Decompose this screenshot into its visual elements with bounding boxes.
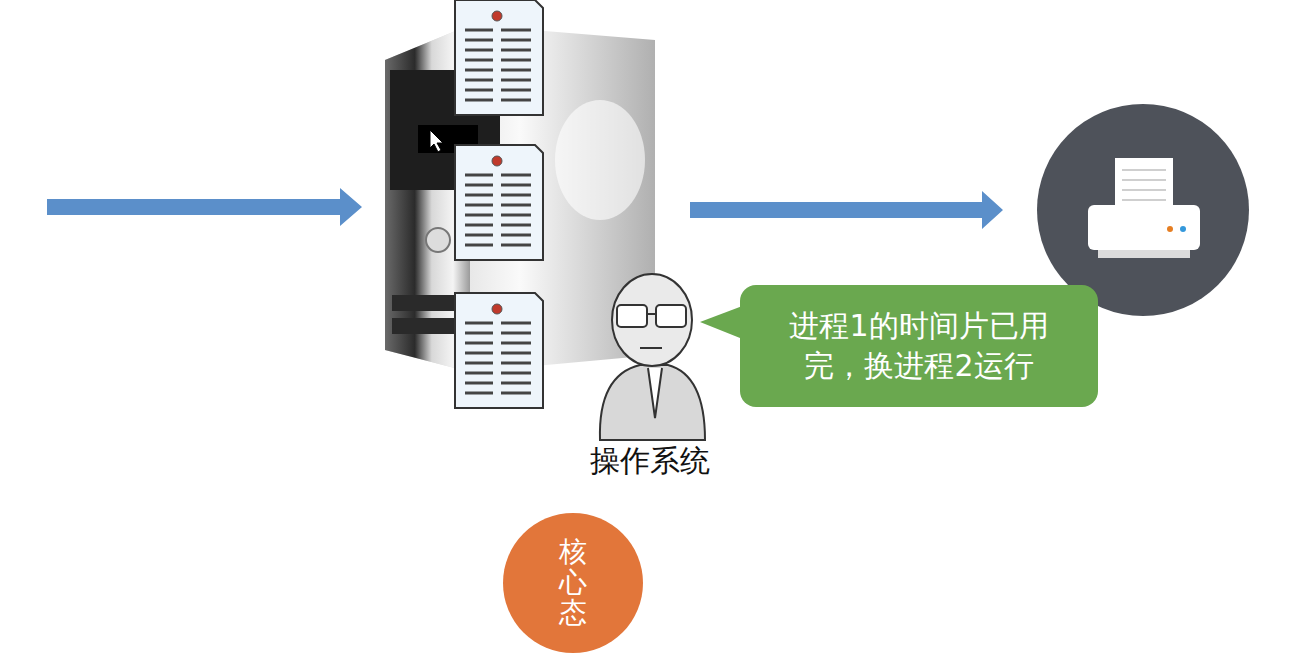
bubble-text: 进程1的时间片已用 完，换进程2运行 bbox=[764, 306, 1074, 387]
process-document bbox=[455, 145, 543, 260]
speech-bubble: 进程1的时间片已用 完，换进程2运行 bbox=[740, 285, 1098, 407]
vertical-text: 核心态 bbox=[559, 537, 587, 629]
process-document bbox=[455, 0, 543, 115]
output-arrow bbox=[690, 191, 1003, 229]
bubble-pointer bbox=[700, 305, 745, 340]
mode-circle: 核心态 bbox=[503, 513, 643, 653]
figure-label: 操作系统 bbox=[590, 441, 710, 482]
process-document bbox=[455, 293, 543, 408]
operator-figure bbox=[600, 274, 705, 440]
input-arrow bbox=[47, 188, 362, 226]
